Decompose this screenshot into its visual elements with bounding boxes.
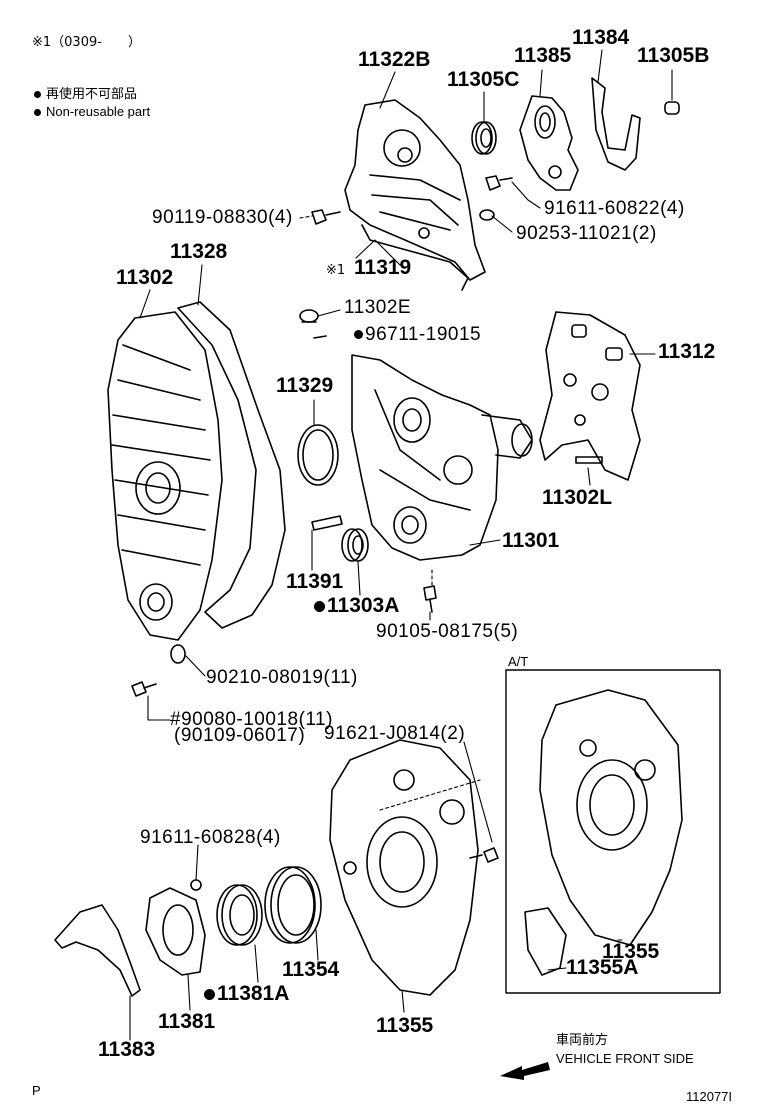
- direction-jp: 車両前方: [556, 1033, 609, 1048]
- leader-lines: [129, 49, 673, 1041]
- label-11355-at: 11355: [602, 940, 660, 963]
- seal-11354: [264, 866, 322, 944]
- plug-11305B: [664, 101, 680, 115]
- end-plate-11355: [329, 739, 479, 996]
- label-11384: 11384: [572, 26, 630, 49]
- pin-90253: [479, 209, 495, 221]
- label-11305C: 11305C: [447, 68, 520, 91]
- label-90080: #90080-10018(11): [170, 709, 333, 730]
- page-letter: P: [32, 1083, 41, 1098]
- label-11302E: 11302E: [344, 297, 412, 318]
- timing-cover-11302: [107, 311, 223, 641]
- label-11301: 11301: [502, 529, 560, 552]
- label-11381A: 11381A: [204, 982, 290, 1005]
- upper-timing-cover-11322B: [344, 99, 486, 291]
- label-91611-60822: 91611-60822(4): [544, 198, 685, 219]
- label-11391: 11391: [286, 570, 344, 593]
- gasket-11312: [539, 311, 641, 481]
- retainer-11381: [145, 879, 206, 976]
- label-at: A/T: [508, 654, 529, 669]
- figure-id: 112077I: [686, 1089, 733, 1104]
- label-11305B: 11305B: [637, 44, 710, 67]
- o-ring-11329: [297, 424, 339, 486]
- bolt-90080: [131, 681, 157, 697]
- bolt-90119: [311, 209, 341, 225]
- pin-11391: [311, 515, 343, 531]
- label-11322B: 11322B: [358, 48, 431, 71]
- label-91621: 91621-J0814(2): [324, 723, 466, 744]
- label-91611-60828: 91611-60828(4): [140, 827, 281, 848]
- label-11328: 11328: [170, 240, 228, 263]
- vehicle-front-arrow: [500, 1062, 550, 1080]
- label-11319-mark: ※1: [326, 263, 346, 278]
- serial-note: ※1（0309- ）: [32, 35, 141, 50]
- legend-jp-text: 再使用不可部品: [46, 87, 138, 102]
- oil-seal-11305C: [471, 121, 497, 155]
- stud-11302L: [575, 456, 603, 464]
- legend-en-text: Non-reusable part: [46, 104, 151, 119]
- plate-11383: [54, 904, 141, 997]
- label-11319: 11319: [354, 256, 412, 279]
- label-90119: 90119-08830(4): [152, 207, 293, 228]
- gasket-11328: [177, 301, 286, 629]
- plug-11302E: [299, 309, 319, 323]
- label-90210: 90210-08019(11): [206, 667, 358, 688]
- oil-seal-11303A: [341, 528, 369, 562]
- legend-en: Non-reusable part: [34, 105, 150, 119]
- label-11381A-text: 11381A: [217, 982, 290, 1005]
- label-11303A: 11303A: [314, 594, 400, 617]
- legend-jp: 再使用不可部品: [34, 88, 137, 102]
- retainer-11385: [519, 95, 579, 191]
- label-11303A-text: 11303A: [327, 594, 400, 617]
- bolt-90105: [423, 585, 437, 613]
- label-11355: 11355: [376, 1014, 434, 1037]
- grommet-90210: [170, 644, 186, 664]
- label-90105: 90105-08175(5): [376, 621, 519, 642]
- plug-96711: [313, 335, 327, 339]
- label-11354: 11354: [282, 958, 340, 981]
- label-90109: (90109-06017): [174, 725, 306, 746]
- label-11381: 11381: [158, 1010, 216, 1033]
- label-11329: 11329: [276, 374, 334, 397]
- label-11355A: 11355A: [566, 956, 639, 979]
- label-11312: 11312: [658, 340, 716, 363]
- bolt-91611-60822: [485, 175, 513, 191]
- plate-11384: [591, 77, 641, 171]
- label-96711-text: 96711-19015: [365, 324, 482, 345]
- bolt-91621: [469, 847, 499, 863]
- label-11385: 11385: [514, 44, 572, 67]
- label-90253: 90253-11021(2): [516, 223, 657, 244]
- direction-en: VEHICLE FRONT SIDE: [556, 1051, 694, 1066]
- seal-11381A: [216, 884, 263, 946]
- label-11302: 11302: [116, 266, 174, 289]
- label-96711: 96711-19015: [354, 325, 481, 345]
- label-11383: 11383: [98, 1038, 156, 1061]
- label-11302L: 11302L: [542, 486, 613, 509]
- timing-gear-case-11301: [351, 354, 533, 561]
- at-group-box: [505, 669, 721, 994]
